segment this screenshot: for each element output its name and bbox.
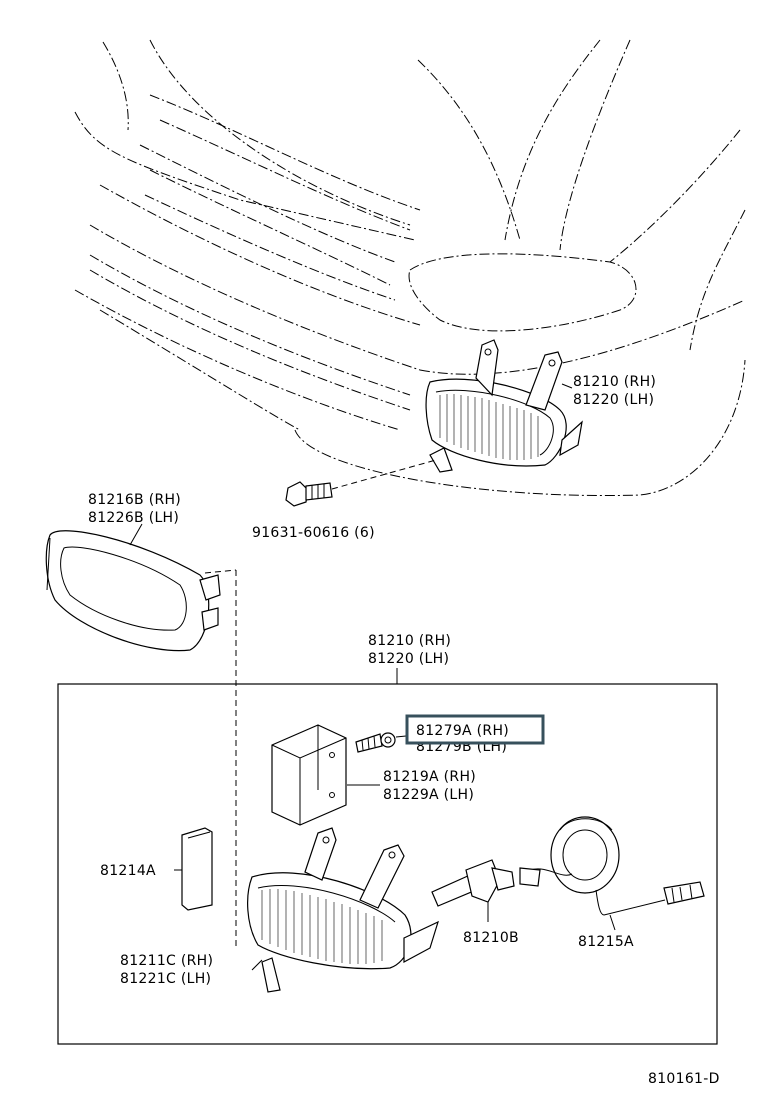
label-fog-lamp-assy-lh: 81220 (LH)	[573, 392, 654, 408]
label-fog-lamp-assy: 81210 (RH) 81220 (LH)	[573, 374, 656, 408]
label-socket: 81215A	[578, 934, 634, 950]
screw-upper	[285, 459, 437, 507]
label-screw: 91631-60616 (6)	[252, 525, 375, 541]
label-kit-header-lh: 81220 (LH)	[368, 651, 449, 667]
label-kit-header-rh: 81210 (RH)	[368, 633, 451, 649]
label-kit-header: 81210 (RH) 81220 (LH)	[368, 633, 451, 667]
fog-lamp-cover	[45, 523, 237, 950]
bracket	[271, 724, 380, 826]
label-bracket-rh: 81219A (RH)	[383, 769, 476, 785]
label-retainer: 81214A	[100, 863, 156, 879]
parts-kit-box	[57, 668, 718, 1045]
fog-lamp-assembly-upper	[425, 339, 583, 473]
label-cover: 81216B (RH) 81226B (LH)	[88, 492, 181, 526]
label-bracket-lh: 81229A (LH)	[383, 787, 474, 803]
vehicle-front-outline	[74, 39, 746, 496]
diagram-id: 810161-D	[648, 1071, 720, 1087]
label-cover-rh: 81216B (RH)	[88, 492, 181, 508]
retainer	[174, 827, 213, 911]
label-bulb: 81210B	[463, 930, 519, 946]
aiming-screw	[355, 732, 407, 753]
socket-harness	[519, 816, 705, 931]
label-aiming-screw-rh: 81279A (RH)	[416, 723, 509, 739]
highlight-box	[405, 714, 545, 745]
bulb	[431, 859, 515, 922]
label-unit-rh: 81211C (RH)	[120, 953, 213, 969]
label-fog-lamp-assy-rh: 81210 (RH)	[573, 374, 656, 390]
label-bracket: 81219A (RH) 81229A (LH)	[383, 769, 476, 803]
label-unit: 81211C (RH) 81221C (LH)	[120, 953, 213, 987]
label-aiming-screw: 81279B (LH) 81279A (RH)	[405, 714, 545, 755]
fog-lamp-unit-lower	[247, 827, 439, 993]
label-cover-lh: 81226B (LH)	[88, 510, 179, 526]
label-unit-lh: 81221C (LH)	[120, 971, 211, 987]
